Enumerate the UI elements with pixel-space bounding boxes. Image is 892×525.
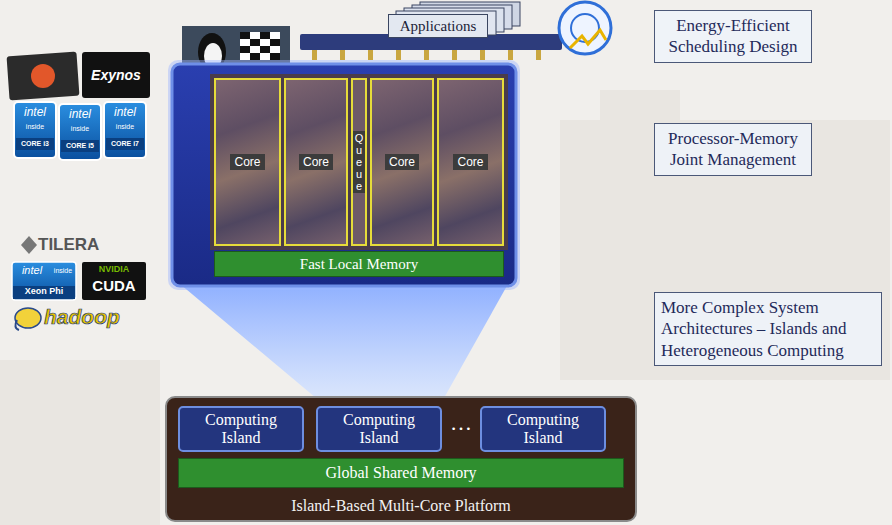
logo-text: intel — [59, 108, 101, 121]
node-text: Core — [230, 154, 264, 170]
logo-text: CORE i7 — [104, 140, 146, 148]
node-text: Core — [453, 154, 487, 170]
flag-square — [240, 32, 250, 39]
flag-square — [270, 39, 280, 46]
app-icon — [559, 2, 611, 54]
logo-text: intel — [14, 106, 56, 119]
flag-square — [240, 46, 250, 53]
logo-text: inside — [50, 267, 76, 275]
node-text: Processor-Memory Joint Management — [661, 128, 805, 171]
topic-box: Processor-Memory Joint Management — [654, 123, 812, 176]
core-box: Core — [370, 78, 434, 246]
snapdragon-mark — [31, 64, 55, 88]
logo-text: hadoop — [44, 305, 144, 328]
intel-core-logos — [14, 102, 146, 160]
topic-box: More Complex System Architectures – Isla… — [654, 292, 882, 366]
intel-badge — [59, 104, 101, 160]
platform-title: Island-Based Multi-Core Platform — [167, 497, 635, 515]
snapdragon-chip — [7, 52, 80, 101]
flag-square — [250, 39, 260, 46]
logo-text: NVIDIA — [82, 265, 146, 275]
elephant-trunk — [15, 320, 19, 330]
computing-island-box: Computing Island — [316, 406, 442, 452]
processor-die — [210, 74, 508, 250]
logo-text: CORE i3 — [14, 140, 56, 148]
node-text: Queue — [353, 131, 365, 193]
intel-badge — [104, 102, 146, 158]
node-text: Fast Local Memory — [300, 256, 418, 273]
core-box: Core — [437, 78, 504, 246]
memory-bar: Global Shared Memory — [178, 458, 624, 488]
icon-circle — [559, 2, 611, 54]
flag-square — [260, 46, 270, 53]
node-text: Computing Island — [184, 411, 298, 448]
flag-square — [270, 53, 280, 60]
core-box: Core — [284, 78, 348, 246]
computing-island-box: Computing Island — [178, 406, 304, 452]
pin — [508, 50, 513, 60]
application-board — [300, 2, 562, 60]
mobile-logos — [7, 52, 150, 101]
hadoop-elephant — [15, 308, 41, 328]
pin — [480, 50, 485, 60]
node-text: Core — [385, 154, 419, 170]
intel-badge — [14, 102, 56, 158]
pin — [424, 50, 429, 60]
node-text: Computing Island — [322, 411, 436, 448]
flag-square — [250, 53, 260, 60]
node-text: Applications — [400, 18, 477, 35]
nvidia-cuda-badge — [82, 262, 146, 300]
watermark-building — [0, 360, 160, 525]
exynos-chip — [82, 52, 150, 98]
board-pins — [312, 50, 541, 60]
node-text: Core — [299, 154, 333, 170]
computing-island-box: Computing Island — [480, 406, 606, 452]
logo-text: TILERA — [38, 236, 138, 255]
zoom-projection — [180, 284, 508, 398]
node-text: Computing Island — [486, 411, 600, 448]
xeon-phi-badge — [12, 262, 76, 300]
memory-bar: Fast Local Memory — [214, 251, 504, 277]
tilera-diamond — [21, 236, 37, 254]
logo-text: intel — [12, 264, 52, 276]
platform-box: Island-Based Multi-Core Platform Computin… — [165, 396, 637, 522]
flag-square — [260, 32, 270, 39]
logo-text: CUDA — [82, 278, 146, 295]
logo-text: … — [443, 411, 479, 435]
core-box: Core — [214, 78, 281, 246]
logo-text: Exynos — [82, 68, 150, 83]
watermark-building — [560, 120, 890, 380]
queue-box: Queue — [351, 78, 367, 246]
pin — [396, 50, 401, 60]
platform-logos — [12, 236, 146, 330]
topic-box: Energy-Efficient Scheduling Design — [654, 10, 812, 63]
node-text: More Complex System Architectures – Isla… — [661, 297, 875, 361]
island-glow — [168, 60, 520, 290]
pin — [536, 50, 541, 60]
icon-zigzag — [570, 30, 606, 48]
application-box: Applications — [388, 14, 488, 38]
pin — [340, 50, 345, 60]
logo-text: inside — [14, 123, 56, 131]
logo-text: Xeon Phi — [12, 287, 76, 297]
logo-text: inside — [104, 123, 146, 131]
checkered-flag — [240, 32, 280, 60]
pin — [452, 50, 457, 60]
badge-band — [13, 286, 75, 299]
logo-text: intel — [104, 106, 146, 119]
node-text: Global Shared Memory — [325, 464, 476, 482]
pin — [312, 50, 317, 60]
node-text: Energy-Efficient Scheduling Design — [661, 15, 805, 58]
computing-island-box — [172, 64, 516, 286]
pin — [368, 50, 373, 60]
logo-text: inside — [59, 125, 101, 133]
logo-text: CORE i5 — [59, 142, 101, 150]
